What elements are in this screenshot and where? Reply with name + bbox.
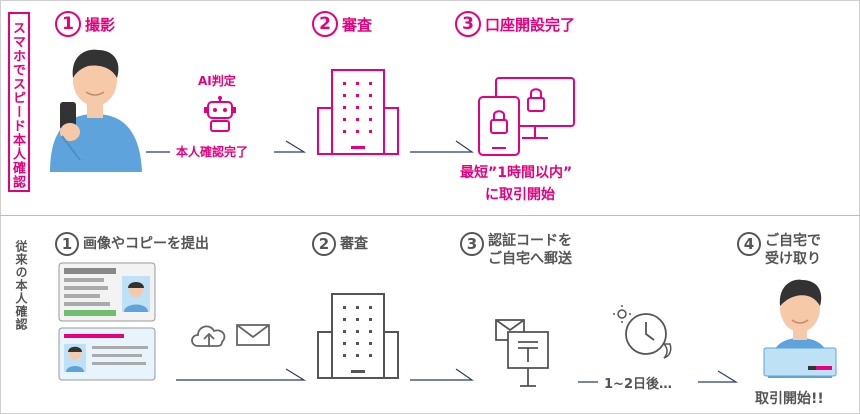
wait-time-label: 1~2日後… [604,377,672,392]
smartphone-flow-label: スマホでスピード本人確認 [8,12,30,192]
step-label: 審査 [342,15,373,34]
panel-divider [0,215,860,216]
flow-arrow-line [176,368,307,381]
bottom-step-1: 1 画像やコピーを提出 [55,232,209,256]
step-label-line2: 受け取り [765,251,821,267]
step-label: 審査 [340,236,368,252]
step-number: 4 [737,232,761,256]
step-label-line2: ご自宅へ郵送 [488,251,572,267]
top-step-2: 2 審査 [312,11,372,37]
fastest-time-label: 最短”1時間以内” [460,165,573,181]
robot-icon [204,96,236,132]
step-number: 3 [455,11,481,37]
verification-complete-label: 本人確認完了 [176,145,249,159]
step-number: 3 [460,232,484,256]
id-card-icon [58,262,156,381]
mail-icon [236,324,270,346]
step-label: 画像やコピーを提出 [83,236,209,252]
step-number: 2 [312,11,338,37]
trading-start-label: に取引開始 [485,187,555,203]
bottom-step-3: 3 認証コードを ご自宅へ郵送 [460,232,572,268]
step-label-line1: 認証コードを [488,233,572,249]
bottom-step-2: 2 審査 [312,232,368,256]
building-icon [317,69,399,155]
step-label: 撮影 [85,15,116,34]
step-number: 2 [312,232,336,256]
step-label: ご自宅で 受け取り [765,232,821,268]
step-number: 1 [55,11,81,37]
top-step-3: 3 口座開設完了 [455,11,575,37]
mailbox-icon [495,319,549,387]
step-label: 口座開設完了 [485,15,576,34]
trading-start-final-label: 取引開始!! [755,391,824,407]
step-label: 認証コードを ご自宅へ郵送 [488,232,572,268]
cloud-upload-icon [191,325,226,347]
top-step-1: 1 撮影 [55,11,115,37]
clock-icon [613,305,672,359]
phone-lock-icon [478,96,520,156]
step-label-line1: ご自宅で [765,233,821,249]
flow-arrow-line [146,140,307,153]
traditional-flow-label: 従来の本人確認 [14,240,28,331]
ai-judgement-label: AI判定 [198,74,236,88]
flow-arrow-line [410,140,474,153]
bottom-step-4: 4 ご自宅で 受け取り [737,232,821,268]
building-icon [317,293,399,379]
person-with-phone-icon [50,49,142,172]
step-number: 1 [55,232,79,256]
flow-arrow-line [410,368,474,381]
flow-arrow-line [578,370,739,383]
person-laptop-icon [763,279,837,378]
